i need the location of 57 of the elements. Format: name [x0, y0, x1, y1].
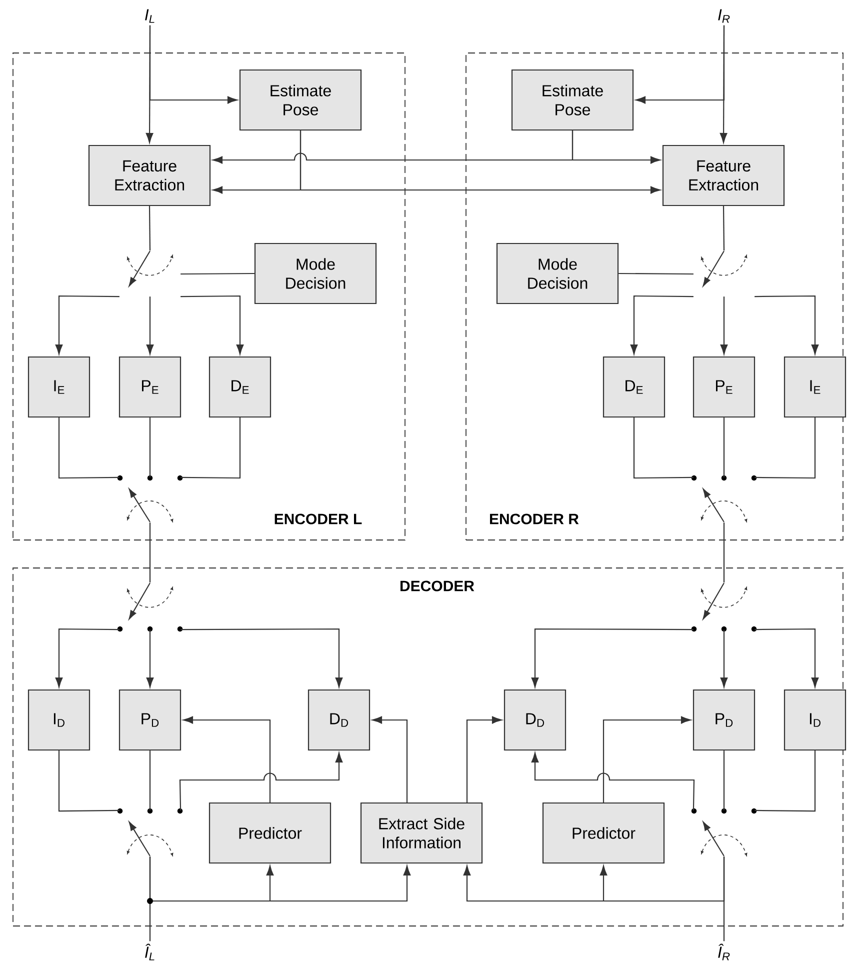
connector-arrow	[146, 630, 154, 688]
connector-arrow	[531, 752, 695, 810]
process-box: P$_{D}$	[692, 689, 756, 751]
connector-arrow	[55, 295, 120, 354]
process-box: D$_{E}$	[602, 356, 666, 418]
connector-arrow	[754, 295, 819, 354]
process-box: Mode Decision	[496, 242, 619, 304]
process-box: P$_{E}$	[118, 356, 182, 418]
switch-symbol	[126, 250, 174, 286]
process-box: Mode Decision	[254, 242, 377, 304]
connector-arrow	[55, 628, 120, 688]
connector-arrow	[636, 25, 725, 104]
signal-label: I$_{L}$	[145, 9, 154, 23]
connector-arrow	[531, 628, 694, 688]
connector-arrow	[720, 296, 728, 354]
connector-arrow	[466, 716, 502, 802]
signal-label: I$_{R}$	[718, 9, 730, 23]
process-box: Predictor	[208, 802, 332, 864]
switch-symbol	[700, 250, 748, 286]
connector-arrow	[463, 856, 725, 902]
connector-arrow	[300, 130, 660, 194]
process-box: Extract Side Information	[360, 802, 483, 864]
connector-arrow	[372, 716, 408, 802]
signal-label: Î$_{L}$	[145, 944, 154, 960]
switch-symbol	[117, 475, 183, 522]
process-box: P$_{D}$	[118, 689, 182, 751]
process-box: Predictor	[542, 802, 665, 864]
process-box: I$_{D}$	[28, 689, 90, 751]
process-box: Feature Extraction	[662, 144, 785, 206]
connector-arrow	[602, 716, 691, 802]
connector-arrow	[179, 752, 343, 810]
switch-symbol	[117, 808, 183, 856]
process-box: I$_{E}$	[28, 356, 90, 418]
connector-arrow	[630, 295, 694, 354]
process-box: I$_{D}$	[784, 689, 846, 751]
process-box: P$_{E}$	[692, 356, 756, 418]
process-box: Estimate Pose	[239, 69, 362, 131]
process-box: D$_{D}$	[504, 689, 566, 751]
process-box: Feature Extraction	[88, 144, 211, 206]
signal-label: Î$_{R}$	[718, 944, 730, 960]
process-box: D$_{E}$	[208, 356, 272, 418]
switch-symbol	[117, 582, 183, 632]
connector-arrow	[180, 295, 244, 354]
connector-arrow	[572, 130, 660, 164]
connector-arrow	[149, 856, 411, 902]
connector-arrow	[180, 628, 343, 688]
switch-symbol	[691, 808, 757, 856]
switch-symbol	[691, 582, 757, 632]
connector-arrow	[183, 716, 271, 802]
connector-arrow	[754, 628, 819, 688]
connector-arrow	[149, 25, 238, 104]
switch-symbol	[691, 475, 757, 522]
connector-arrow	[146, 296, 154, 354]
process-box: D$_{D}$	[308, 689, 370, 751]
process-box: Estimate Pose	[511, 69, 634, 131]
connector-arrow	[720, 630, 728, 688]
process-box: I$_{E}$	[784, 356, 846, 418]
